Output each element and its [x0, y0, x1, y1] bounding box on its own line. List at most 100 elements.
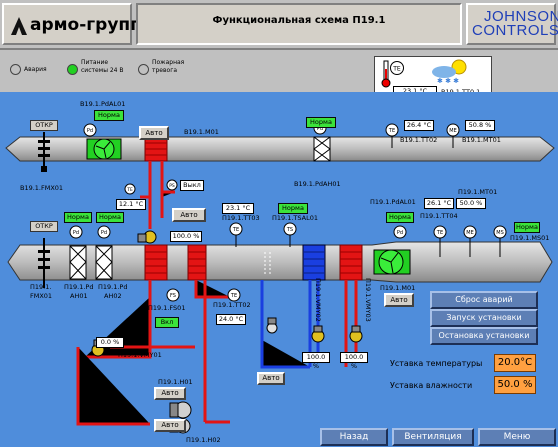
brand-line2: CONTROLS — [472, 22, 558, 39]
upper-damper-state: ОТКР — [30, 120, 58, 131]
upper-filter-status: Норма — [306, 117, 336, 128]
h02-tag: П19.1.Н02 — [186, 436, 221, 444]
menu-button[interactable]: Меню — [478, 428, 556, 446]
upper-duct — [5, 136, 555, 162]
pump-h02-mode-button[interactable]: Авто — [154, 419, 186, 432]
fs01-state: Вкл — [155, 317, 179, 328]
h01-tag: П19.1.Н01 — [158, 378, 193, 386]
svg-text:TE: TE — [392, 66, 401, 73]
tsal-tag: П19.1.TSAL01 — [272, 214, 318, 222]
temp-setpoint-label: Уставка температуры — [390, 359, 483, 368]
lower-filter1-status: Норма — [64, 212, 92, 223]
stop-unit-button[interactable]: Остановка установки — [430, 327, 538, 345]
upper-fan-mode-button[interactable]: Авто — [139, 126, 169, 140]
tsal-status: Норма — [278, 203, 308, 214]
pump-h01-icon — [169, 401, 192, 419]
lower-fan-status: Норма — [386, 212, 414, 223]
svg-text:✱ ✱ ✱: ✱ ✱ ✱ — [437, 77, 459, 84]
alarm-lamp — [10, 64, 21, 75]
lower-filter1-tag-l1: П19.1.Pd — [64, 283, 94, 291]
schema-graphics: Pd Pd TE ME TE PS Pd Pd TE TS Pd TE ME M… — [5, 121, 555, 434]
heater-te-icon: TE — [124, 183, 136, 195]
thermometer-icon — [381, 60, 391, 88]
temp-setpoint-value[interactable]: 20.0°C — [494, 354, 536, 372]
upper-pd-sensor-icon: Pd — [83, 123, 97, 137]
svg-text:TS: TS — [286, 227, 293, 233]
logo-text: армо-групп — [30, 15, 142, 35]
lower-cooler — [302, 244, 326, 281]
lower-filter2-tag-l2: AH02 — [104, 292, 122, 300]
lower-filter-1 — [69, 245, 87, 280]
start-unit-button[interactable]: Запуск установки — [430, 309, 538, 327]
cooler-valve-pos: 100.0 % — [302, 352, 330, 370]
fs01-icon: FS — [166, 288, 180, 302]
upper-me-icon: ME — [446, 123, 460, 137]
lower-heater-1 — [144, 244, 168, 281]
lower-pd1-icon: Pd — [69, 225, 83, 239]
humidifier-mode-button[interactable]: Авто — [257, 372, 285, 385]
tt03-tag: П19.1.ТТ03 — [222, 214, 260, 222]
tt03-value: 23.1 °C — [222, 203, 254, 214]
fire-label-1: Пожарная — [152, 59, 185, 66]
cooler-valve-icon — [311, 325, 325, 343]
power-label-1: Питание — [81, 59, 109, 66]
lower-ts-icon: TS — [283, 222, 297, 236]
fs01-tag: П19.1.FS01 — [148, 304, 186, 312]
lower-damper — [38, 238, 50, 288]
lower-duct — [7, 241, 553, 283]
cooler-valve-tag: П19.1.VMY02 — [314, 278, 322, 322]
pump-h01-mode-button[interactable]: Авто — [154, 387, 186, 400]
hum-setpoint-label: Уставка влажности — [390, 381, 473, 390]
fire-label-2: тревога — [152, 67, 178, 74]
tt04-value: 26.1 °C — [424, 198, 454, 209]
upper-damper-tag: В19.1.FMX01 — [20, 184, 64, 192]
heater-valve-icon — [137, 230, 157, 244]
lower-damper-tag-l1: П19.1. — [30, 283, 52, 291]
ventilation-button[interactable]: Вентиляция — [392, 428, 474, 446]
lower-heater-2 — [187, 244, 207, 281]
upper-filter — [313, 136, 331, 162]
upper-filter-tag: В19.1.PdAH01 — [294, 180, 341, 188]
lower-filter2-tag-l1: П19.1.Pd — [98, 283, 128, 291]
svg-text:Pd: Pd — [87, 128, 93, 134]
svg-text:Pd: Pd — [101, 230, 107, 236]
header: армо-групп Функциональная схема П19.1 JO… — [0, 0, 558, 50]
reset-alarms-button[interactable]: Сброс аварий — [430, 291, 538, 309]
reheater-valve-tag: П19.1.VMY03 — [364, 278, 372, 322]
lower-fan-tag: П19.1.PdAL01 — [370, 198, 416, 206]
svg-text:ME: ME — [449, 128, 456, 134]
logo-box: армо-групп — [2, 3, 142, 45]
upper-motor-tag: В19.1.М01 — [184, 128, 219, 136]
tt04-tag: П19.1.ТТ04 — [420, 212, 458, 220]
lower-ms-icon: MS — [493, 225, 507, 239]
upper-fan-icon — [86, 138, 122, 160]
vmy01-pos: 0.0 % — [96, 337, 124, 348]
tt02-icon: TE — [227, 288, 241, 302]
lower-tt03-icon: TE — [229, 222, 243, 236]
heater-pump-state: Выкл — [180, 180, 204, 191]
heater-valve-mode-button[interactable]: Авто — [172, 208, 206, 222]
svg-text:TE: TE — [230, 293, 237, 299]
reheater-valve-icon — [349, 325, 363, 343]
lower-filter2-status: Норма — [96, 212, 124, 223]
svg-text:PS: PS — [169, 183, 175, 189]
svg-text:ME: ME — [466, 230, 473, 236]
svg-text:TE: TE — [126, 187, 133, 193]
back-button[interactable]: Назад — [320, 428, 388, 446]
lower-motor-mode-button[interactable]: Авто — [384, 293, 414, 307]
brand-line1: JOHNSON — [484, 8, 558, 25]
vmy01-tag: П19.1.VMY01 — [118, 351, 162, 359]
heater-pump-icon: PS — [166, 179, 178, 191]
reheater-valve-pos: 100.0 % — [340, 352, 368, 370]
hum-setpoint-value[interactable]: 50.0 % — [494, 376, 536, 394]
lower-reheater — [339, 244, 363, 281]
tt02-tag: П19.1.ТТ02 — [213, 301, 251, 309]
power-lamp — [67, 64, 78, 75]
power-label-2: системы 24 В — [81, 67, 124, 74]
upper-exhaust-temp: 26.4 °C — [404, 120, 434, 131]
upper-exhaust-hum: 50.8 % — [465, 120, 495, 131]
svg-text:TE: TE — [388, 128, 395, 134]
svg-text:TE: TE — [436, 230, 443, 236]
upper-damper — [38, 132, 50, 172]
ms01-tag: П19.1.MS01 — [510, 234, 550, 242]
